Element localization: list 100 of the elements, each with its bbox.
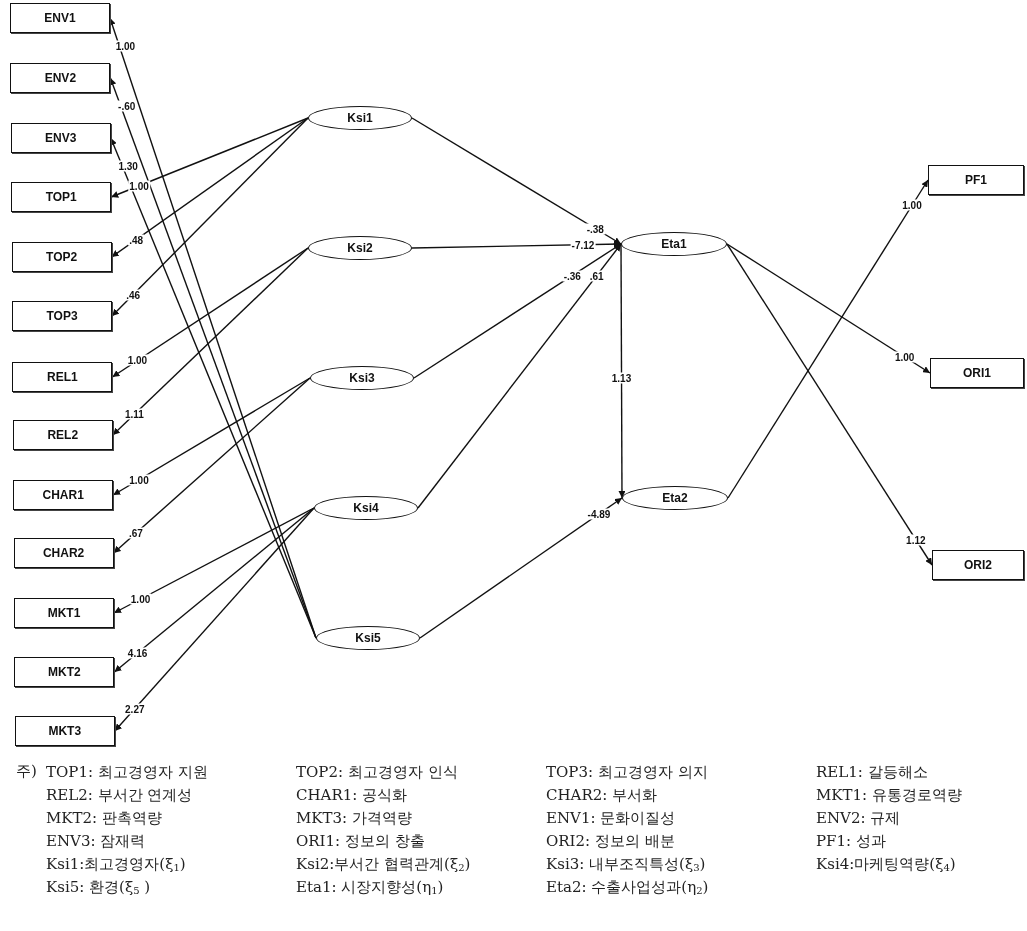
indicator-box bbox=[11, 242, 112, 272]
variable-name: ORI2 bbox=[964, 558, 992, 572]
abbreviation-note: TOP3: 최고경영자 의지 bbox=[546, 762, 709, 782]
variable-name: ORI1 bbox=[963, 366, 991, 380]
arrow bbox=[726, 243, 931, 374]
arrow bbox=[113, 507, 315, 673]
path-coefficient: 1.12 bbox=[905, 534, 927, 546]
variable-name: CHAR2 bbox=[42, 546, 85, 560]
abbreviation-note: Eta1: 시장지향성(η$_{1}$) bbox=[296, 877, 445, 897]
latent-variable-ellipse bbox=[621, 232, 727, 256]
note-marker: 주) bbox=[16, 762, 37, 781]
variable-name: ENV2 bbox=[44, 71, 77, 85]
abbreviation-note: CHAR1: 공식화 bbox=[296, 785, 409, 805]
indicator-box bbox=[10, 3, 110, 33]
indicator-box bbox=[12, 420, 113, 450]
path-coefficient: 1.00 bbox=[893, 351, 916, 363]
arrow bbox=[727, 179, 929, 499]
indicator-box bbox=[13, 480, 114, 510]
indicator-box bbox=[14, 598, 114, 628]
arrow bbox=[411, 240, 622, 249]
variable-name: PF1 bbox=[965, 173, 987, 187]
path-coefficient: 2.27 bbox=[124, 703, 146, 715]
path-coefficient: 4.16 bbox=[126, 647, 149, 659]
variable-name: Eta1 bbox=[661, 237, 687, 251]
path-coefficient: .48 bbox=[128, 234, 145, 246]
abbreviation-note: Eta2: 수출사업성과(η$_{2}$) bbox=[546, 877, 710, 897]
indicator-box bbox=[14, 657, 115, 687]
variable-name: Ksi4 bbox=[353, 501, 379, 515]
abbreviation-note: PF1: 성과 bbox=[816, 831, 887, 851]
path-coefficient: 1.30 bbox=[117, 160, 139, 172]
path-coefficient: -.38 bbox=[585, 223, 605, 234]
arrow bbox=[413, 243, 622, 379]
abbreviation-note: MKT3: 가격역량 bbox=[296, 808, 413, 828]
variable-name: Ksi1 bbox=[347, 111, 373, 125]
path-coefficient: .61 bbox=[588, 270, 605, 282]
abbreviation-note: REL1: 갈등해소 bbox=[816, 762, 929, 782]
path-coefficient: 1.13 bbox=[610, 372, 633, 384]
latent-variable-ellipse bbox=[316, 626, 420, 650]
indicator-box bbox=[12, 301, 112, 331]
variable-name: MKT2 bbox=[48, 665, 81, 679]
indicator-box bbox=[14, 716, 115, 746]
arrow bbox=[726, 243, 933, 566]
arrow bbox=[618, 243, 626, 499]
abbreviation-note: Ksi5: 환경(ξ$_{5}$ ) bbox=[46, 877, 152, 897]
arrow bbox=[111, 117, 309, 317]
path-coefficient: .67 bbox=[128, 527, 144, 539]
path-coefficient: -.60 bbox=[117, 100, 137, 112]
arrow bbox=[110, 117, 309, 258]
arrow bbox=[417, 243, 622, 509]
arrow bbox=[112, 377, 311, 554]
variable-name: TOP3 bbox=[46, 309, 78, 323]
arrow bbox=[411, 117, 622, 245]
abbreviation-note: Ksi4:마케팅역량(ξ$_{4}$) bbox=[816, 854, 957, 874]
abbreviation-note: MKT1: 유통경로역량 bbox=[816, 785, 963, 805]
path-coefficient: 1.00 bbox=[128, 474, 150, 486]
indicator-box bbox=[13, 538, 114, 568]
variable-name: Ksi2 bbox=[347, 241, 373, 255]
variable-name: Eta2 bbox=[662, 491, 688, 505]
path-coefficient: -.36 bbox=[562, 270, 582, 281]
abbreviation-note: ENV1: 문화이질성 bbox=[546, 808, 677, 828]
abbreviation-note: MKT2: 판촉역량 bbox=[46, 808, 163, 828]
indicator-box bbox=[11, 182, 112, 212]
path-coefficient: 1.00 bbox=[114, 40, 137, 52]
abbreviation-note: Ksi3: 내부조직특성(ξ$_{3}$) bbox=[546, 854, 707, 874]
abbreviation-note: REL2: 부서간 연계성 bbox=[46, 785, 194, 805]
abbreviation-note: Ksi1:최고경영자(ξ$_{1}$) bbox=[46, 854, 187, 874]
path-coefficient: -4.89 bbox=[586, 508, 612, 520]
arrow bbox=[419, 497, 623, 639]
abbreviation-note: CHAR2: 부서화 bbox=[546, 785, 659, 805]
arrow bbox=[110, 117, 309, 198]
abbreviation-note: TOP2: 최고경영자 인식 bbox=[296, 762, 459, 782]
variable-name: MKT3 bbox=[48, 724, 82, 738]
variable-name: CHAR1 bbox=[42, 488, 84, 502]
path-coefficient: 1.00 bbox=[128, 180, 150, 192]
path-coefficient: 1.11 bbox=[124, 408, 145, 420]
path-coefficient: 1.00 bbox=[901, 199, 923, 211]
variable-name: Ksi3 bbox=[349, 371, 375, 385]
path-coefficient: 1.00 bbox=[129, 593, 152, 605]
arrow bbox=[112, 247, 309, 436]
latent-variable-ellipse bbox=[314, 496, 418, 520]
abbreviation-note: TOP1: 최고경영자 지원 bbox=[46, 762, 209, 782]
indicator-box bbox=[930, 358, 1024, 388]
arrow bbox=[114, 507, 315, 732]
latent-variable-ellipse bbox=[622, 486, 728, 510]
indicator-box bbox=[10, 123, 111, 153]
path-coefficient: .46 bbox=[125, 289, 142, 301]
variable-name: MKT1 bbox=[47, 606, 81, 620]
abbreviation-note: ENV2: 규제 bbox=[816, 808, 902, 828]
variable-name: ENV3 bbox=[45, 131, 77, 145]
indicator-box bbox=[10, 63, 111, 93]
path-coefficient: 1.00 bbox=[126, 354, 149, 366]
variable-name: ENV1 bbox=[44, 11, 76, 25]
indicator-box bbox=[12, 362, 113, 392]
indicator-box bbox=[932, 550, 1024, 580]
path-coefficient: -7.12 bbox=[570, 239, 596, 251]
abbreviation-note: ORI2: 정보의 배분 bbox=[546, 831, 676, 851]
indicator-box bbox=[928, 165, 1024, 195]
variable-name: TOP2 bbox=[46, 250, 78, 264]
abbreviation-note: ENV3: 잠재력 bbox=[46, 831, 147, 851]
variable-name: TOP1 bbox=[45, 190, 77, 204]
